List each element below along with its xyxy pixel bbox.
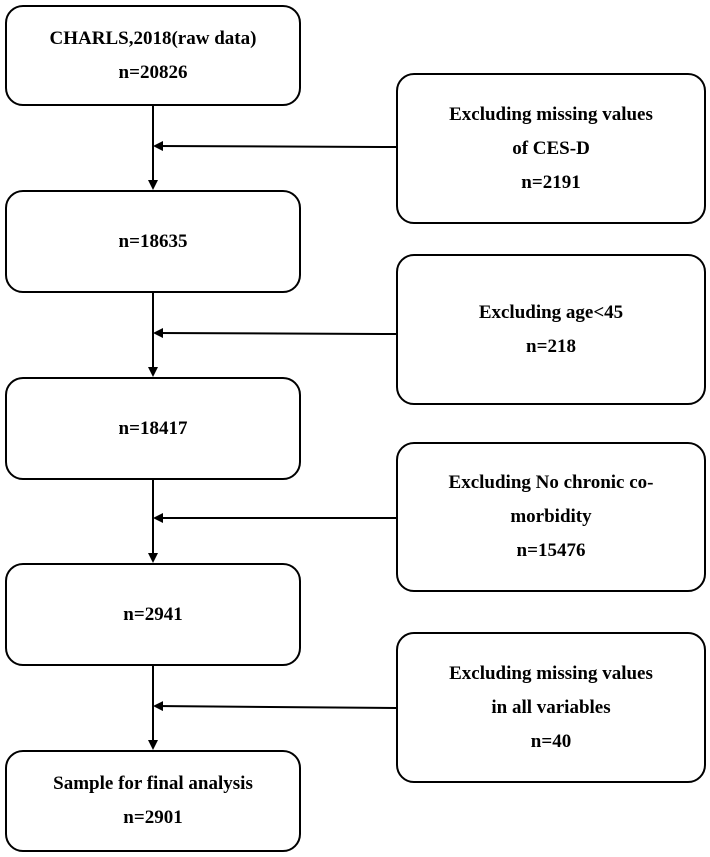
raw-data-title: CHARLS,2018(raw data) [49, 27, 257, 49]
step-box-after-age: n=18417 [5, 377, 301, 480]
step-count: n=18635 [118, 230, 188, 252]
exclusion-label: morbidity [510, 506, 592, 527]
exclusion-box-age: Excluding age<45 n=218 [396, 254, 706, 405]
exclusion-box-missing-variables: Excluding missing values in all variable… [396, 632, 706, 783]
final-sample-box: Sample for final analysis n=2901 [5, 750, 301, 852]
exclusion-arrow-1 [153, 141, 397, 152]
exclusion-box-cesd: Excluding missing values of CES-D n=2191 [396, 73, 706, 224]
step-count: n=2941 [123, 603, 183, 625]
exclusion-count: n=2191 [521, 171, 581, 193]
exclusion-label: Excluding missing values [449, 103, 653, 125]
exclusion-label: of CES-D [512, 137, 590, 159]
exclusion-label: Excluding missing values [449, 662, 653, 684]
final-sample-count: n=2901 [123, 807, 183, 828]
exclusion-count: n=15476 [516, 540, 586, 561]
final-sample-title: Sample for final analysis [53, 773, 253, 794]
exclusion-label: Excluding age<45 [478, 301, 624, 323]
exclusion-arrow-4 [153, 701, 397, 712]
exclusion-count: n=218 [526, 335, 576, 357]
step-count: n=18417 [118, 417, 188, 439]
exclusion-arrow-2 [153, 328, 397, 339]
raw-data-count: n=20826 [118, 61, 188, 83]
exclusion-label: in all variables [491, 696, 611, 718]
step-box-after-comorbidity: n=2941 [5, 563, 301, 666]
raw-data-box: CHARLS,2018(raw data) n=20826 [5, 5, 301, 106]
step-box-after-cesd: n=18635 [5, 190, 301, 293]
exclusion-box-comorbidity: Excluding No chronic co- morbidity n=154… [396, 442, 706, 592]
exclusion-label: Excluding No chronic co- [448, 472, 654, 493]
exclusion-count: n=40 [530, 730, 572, 752]
